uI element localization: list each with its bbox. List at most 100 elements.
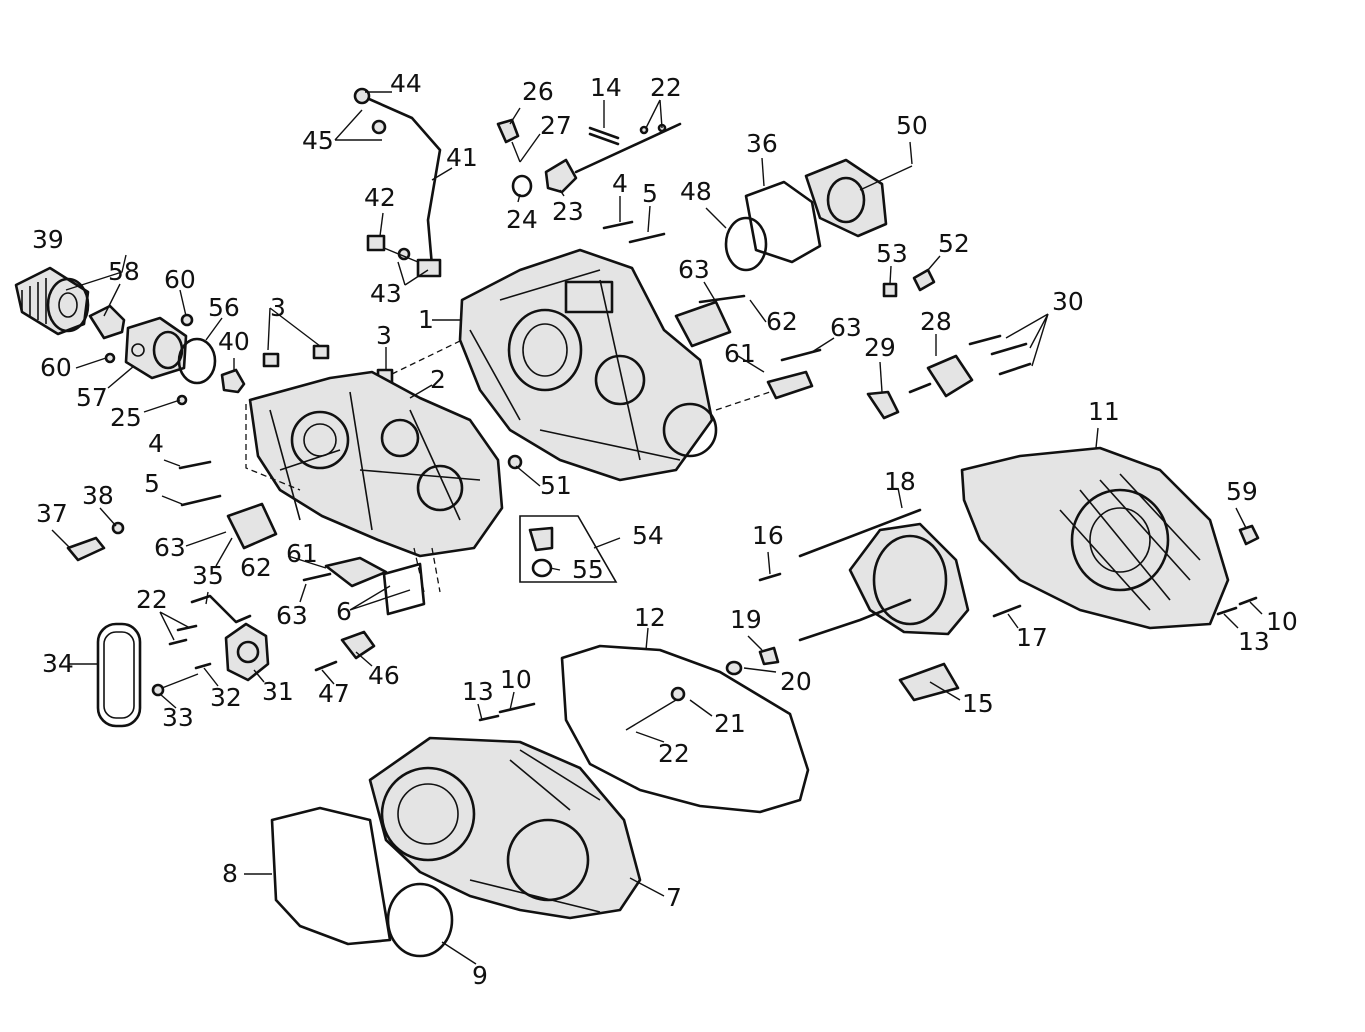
plug [220, 368, 246, 394]
callout-26: 26 [522, 77, 554, 106]
callout-13-left: 13 [462, 677, 494, 706]
left-side-cover [368, 736, 642, 920]
callout-1: 1 [418, 305, 434, 334]
callout-20: 20 [780, 667, 812, 696]
callout-61-top: 61 [724, 339, 756, 368]
callout-62-left: 62 [240, 553, 272, 582]
callout-63-right: 63 [830, 313, 862, 342]
callout-24: 24 [506, 205, 538, 234]
callout-28: 28 [920, 307, 952, 336]
callout-60-top: 60 [164, 265, 196, 294]
callout-11: 11 [1088, 397, 1120, 426]
callout-51: 51 [540, 471, 572, 500]
callout-35: 35 [192, 561, 224, 590]
callout-22-top: 22 [650, 73, 682, 102]
cover-fasteners [478, 596, 1258, 722]
callout-18: 18 [884, 467, 916, 496]
callout-labels: 44 45 41 42 43 26 27 14 22 24 23 4 5 48 … [32, 69, 1298, 990]
callout-9: 9 [472, 961, 488, 990]
callout-60-left: 60 [40, 353, 72, 382]
callout-3-left: 3 [270, 293, 286, 322]
callout-12: 12 [634, 603, 666, 632]
idle-parts [625, 646, 780, 731]
callout-10-left: 10 [500, 665, 532, 694]
callout-61-left: 61 [286, 539, 318, 568]
breather-box [519, 515, 618, 583]
left-cover-gasket [270, 806, 392, 946]
callout-19: 19 [730, 605, 762, 634]
callout-37: 37 [36, 499, 68, 528]
callout-36: 36 [746, 129, 778, 158]
callout-31: 31 [262, 677, 294, 706]
callout-27: 27 [540, 111, 572, 140]
callout-45: 45 [302, 126, 334, 155]
callout-63-left: 63 [154, 533, 186, 562]
fitting-53 [882, 282, 898, 298]
callout-10-right: 10 [1266, 607, 1298, 636]
leader-lines [51, 91, 1263, 965]
right-side-cover [960, 446, 1230, 630]
callout-3-mid: 3 [376, 321, 392, 350]
callout-17: 17 [1016, 623, 1048, 652]
callout-2: 2 [430, 365, 446, 394]
callout-63-bottom: 63 [276, 601, 308, 630]
oil-filter-fitting [88, 304, 126, 340]
water-pump [866, 334, 1032, 420]
oil-filter [14, 266, 90, 336]
callout-62-top: 62 [766, 307, 798, 336]
fitting-59 [1238, 524, 1260, 546]
callout-25: 25 [110, 403, 142, 432]
breather-plate-right [674, 294, 822, 400]
callout-21: 21 [714, 709, 746, 738]
crankcase-left-half [245, 370, 504, 593]
callout-40: 40 [218, 327, 250, 356]
callout-4-top: 4 [612, 169, 628, 198]
crankcase-right-half [391, 248, 771, 482]
o-ring [177, 337, 217, 385]
callout-50: 50 [896, 111, 928, 140]
callout-41: 41 [446, 143, 478, 172]
callout-5-left: 5 [144, 469, 160, 498]
callout-56: 56 [208, 293, 240, 322]
center-gasket [560, 644, 810, 814]
callout-46: 46 [368, 661, 400, 690]
callout-5-top: 5 [642, 179, 658, 208]
callout-53: 53 [876, 239, 908, 268]
callout-14: 14 [590, 73, 622, 102]
sensor-52 [912, 268, 936, 292]
filter-housing [124, 316, 188, 380]
callout-7: 7 [666, 883, 682, 912]
starter-arm-assembly [758, 508, 1022, 702]
callout-33: 33 [162, 703, 194, 732]
callout-47: 47 [318, 679, 350, 708]
shaft-group [496, 118, 682, 198]
small-fasteners [104, 220, 666, 507]
callout-54: 54 [632, 521, 664, 550]
callout-52: 52 [938, 229, 970, 258]
callout-63-top: 63 [678, 255, 710, 284]
bolt-51 [507, 454, 523, 470]
callout-44: 44 [390, 69, 422, 98]
callout-57: 57 [76, 383, 108, 412]
callout-58: 58 [108, 257, 140, 286]
part-shapes [14, 87, 1260, 958]
callout-43: 43 [370, 279, 402, 308]
cover-plate [804, 158, 913, 238]
callout-29: 29 [864, 333, 896, 362]
small-cover-seal [386, 882, 454, 958]
callout-6: 6 [336, 597, 352, 626]
lower-left-parts [66, 502, 426, 728]
callout-48: 48 [680, 177, 712, 206]
callout-34: 34 [42, 649, 74, 678]
callout-15: 15 [962, 689, 994, 718]
seal-ring [724, 216, 768, 272]
callout-59: 59 [1226, 477, 1258, 506]
callout-55: 55 [572, 555, 604, 584]
callout-13-right: 13 [1238, 627, 1270, 656]
callout-38: 38 [82, 481, 114, 510]
cover-gasket [744, 180, 822, 264]
callout-22-left: 22 [136, 585, 168, 614]
callout-16: 16 [752, 521, 784, 550]
callout-8: 8 [222, 859, 238, 888]
